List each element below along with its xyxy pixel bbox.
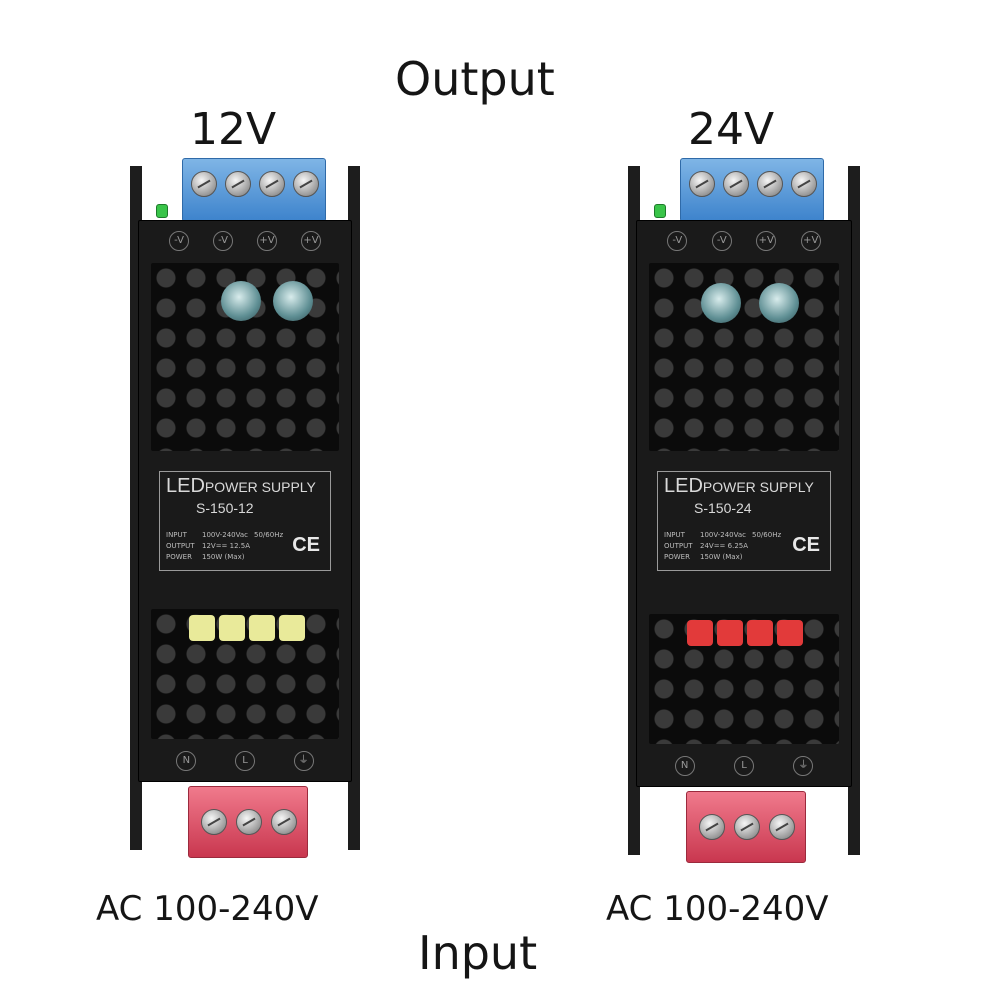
- spec-value: 50/60Hz: [752, 531, 782, 539]
- input-terminal-block: [686, 791, 806, 863]
- screw-icon: [236, 809, 262, 835]
- spec-key: INPUT: [166, 531, 187, 539]
- screw-icon: [769, 814, 795, 840]
- model-number: S-150-24: [694, 500, 752, 516]
- minus-v-icon: -V: [667, 231, 688, 251]
- screw-icon: [271, 809, 297, 835]
- neutral-icon: N: [674, 756, 695, 776]
- component-chip: [717, 620, 743, 646]
- live-icon: L: [733, 756, 754, 776]
- screw-icon: [259, 171, 285, 197]
- screw-icon: [699, 814, 725, 840]
- input-label: Input: [418, 926, 538, 980]
- spec-label: LEDPOWER SUPPLY S-150-12 INPUT 100V-240Va…: [159, 471, 331, 571]
- ce-mark-icon: CE: [792, 534, 820, 556]
- minus-v-icon: -V: [711, 231, 732, 251]
- minus-v-icon: -V: [213, 231, 233, 251]
- ce-mark-icon: CE: [292, 534, 320, 556]
- neutral-icon: N: [176, 751, 197, 771]
- plate-title: POWER SUPPLY: [702, 479, 814, 495]
- component-chip: [249, 615, 275, 641]
- vent-grille-top: [151, 263, 339, 451]
- spec-label: LEDPOWER SUPPLY S-150-24 INPUT 100V-240Va…: [657, 471, 831, 571]
- component-chip: [687, 620, 713, 646]
- plate-led-word: LED: [664, 475, 703, 497]
- capacitor: [273, 281, 313, 321]
- status-led: [654, 204, 666, 218]
- spec-value: 150W (Max): [202, 553, 245, 561]
- capacitor: [701, 283, 741, 323]
- input-symbols: N L ⏚: [637, 756, 851, 776]
- plus-v-icon: +V: [301, 231, 321, 251]
- spec-table: INPUT 100V-240Vac 50/60Hz OUTPUT 24V== 6.25…: [664, 530, 781, 563]
- component-chip: [219, 615, 245, 641]
- screw-icon: [791, 171, 817, 197]
- capacitor: [221, 281, 261, 321]
- output-terminal-block: [182, 158, 326, 222]
- spec-key: OUTPUT: [166, 542, 195, 550]
- spec-table: INPUT 100V-240Vac 50/60Hz OUTPUT 12V== 12.5…: [166, 530, 283, 563]
- output-symbols: -V -V +V +V: [139, 231, 351, 251]
- spec-key: POWER: [664, 553, 690, 561]
- screw-icon: [191, 171, 217, 197]
- screw-icon: [201, 809, 227, 835]
- input-terminal-block: [188, 786, 308, 858]
- ground-icon: ⏚: [793, 756, 814, 776]
- spec-value: 100V-240Vac: [700, 531, 747, 539]
- screw-icon: [723, 171, 749, 197]
- ac-input-label-right: AC 100-240V: [606, 889, 829, 929]
- component-chip: [279, 615, 305, 641]
- vent-grille-bottom: [649, 614, 839, 744]
- component-chip: [747, 620, 773, 646]
- status-led: [156, 204, 168, 218]
- minus-v-icon: -V: [169, 231, 189, 251]
- output-symbols: -V -V +V +V: [637, 231, 851, 251]
- screw-icon: [225, 171, 251, 197]
- plate-title: POWER SUPPLY: [204, 479, 316, 495]
- capacitor: [759, 283, 799, 323]
- plus-v-icon: +V: [756, 231, 777, 251]
- ac-input-label-left: AC 100-240V: [96, 889, 319, 929]
- casing: -V -V +V +V LEDPOWER SUPPLY S-150-24 INP…: [636, 220, 852, 787]
- power-supply-24v: -V -V +V +V LEDPOWER SUPPLY S-150-24 INP…: [628, 158, 860, 863]
- screw-icon: [734, 814, 760, 840]
- vent-grille-top: [649, 263, 839, 451]
- plus-v-icon: +V: [800, 231, 821, 251]
- output-label: Output: [395, 52, 555, 106]
- screw-icon: [689, 171, 715, 197]
- spec-key: OUTPUT: [664, 542, 693, 550]
- live-icon: L: [234, 751, 255, 771]
- plus-v-icon: +V: [257, 231, 277, 251]
- plate-led-word: LED: [166, 475, 205, 497]
- model-number: S-150-12: [196, 500, 254, 516]
- casing: -V -V +V +V LEDPOWER SUPPLY S-150-12 INP…: [138, 220, 352, 782]
- ground-icon: ⏚: [293, 751, 314, 771]
- spec-value: 100V-240Vac: [202, 531, 249, 539]
- input-symbols: N L ⏚: [139, 751, 351, 771]
- voltage-label-12v: 12V: [190, 104, 277, 155]
- screw-icon: [757, 171, 783, 197]
- spec-value: 50/60Hz: [254, 531, 284, 539]
- spec-key: POWER: [166, 553, 192, 561]
- screw-icon: [293, 171, 319, 197]
- output-terminal-block: [680, 158, 824, 222]
- spec-key: INPUT: [664, 531, 685, 539]
- vent-grille-bottom: [151, 609, 339, 739]
- spec-value: 12V== 12.5A: [202, 542, 251, 550]
- spec-value: 150W (Max): [700, 553, 743, 561]
- power-supply-12v: -V -V +V +V LEDPOWER SUPPLY S-150-12 INP…: [130, 158, 360, 858]
- spec-value: 24V== 6.25A: [700, 542, 749, 550]
- component-chip: [777, 620, 803, 646]
- voltage-label-24v: 24V: [688, 104, 775, 155]
- component-chip: [189, 615, 215, 641]
